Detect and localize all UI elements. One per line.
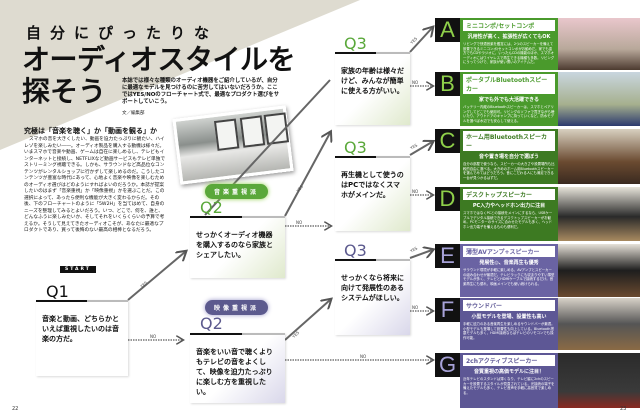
- result-name: ミニコンポ/セットコンポ: [463, 20, 555, 31]
- q2-music-label: Q2: [200, 198, 223, 217]
- q3-pc-box: 再生機として使うのはPCではなくスマホがメインだ。: [335, 156, 410, 231]
- q3-future-text: せっかくなら将来に向けて発展性のあるシステムがほしい。: [341, 274, 404, 302]
- result-letter: C: [435, 129, 460, 153]
- q3-pc-text: 再生機として使うのはPCではなくスマホがメインだ。: [341, 171, 404, 199]
- q3-future-box: せっかくなら将来に向けて発展性のあるシステムがほしい。: [335, 259, 410, 335]
- result-name: サウンドバー: [463, 300, 555, 311]
- result-panel: 薄型AVアンプ+スピーカー 発展性◎、音楽再生も優秀 サラウンド環境が手軽に楽し…: [460, 244, 558, 297]
- no-label: NO: [412, 80, 419, 85]
- no-label: NO: [296, 220, 303, 225]
- result-panel: デスクトップスピーカー PC入力やヘッドホン出力に注目 スマホではなくPCとの接…: [460, 187, 558, 241]
- result-subtitle: PC入力やヘッドホン出力に注目: [472, 203, 546, 209]
- result-photo: [558, 244, 640, 297]
- result-description: 自分の部屋で使うなら、スピーカーの大きさや設置場所も比較的自由に選べる。大きめの…: [463, 162, 555, 180]
- result-name: ホーム用Bluetoothスピーカー: [463, 131, 555, 151]
- result-name: ポータブルBluetoothスピーカー: [463, 74, 555, 94]
- result-letter: E: [435, 244, 460, 268]
- result-subtitle: 音質重視の高価モデルに注目！: [473, 369, 544, 375]
- result-card-d: D デスクトップスピーカー PC入力やヘッドホン出力に注目 スマホではなくPCと…: [435, 187, 640, 241]
- result-photo: [558, 18, 640, 70]
- result-card-e: E 薄型AVアンプ+スピーカー 発展性◎、音楽再生も優秀 サラウンド環境が手軽に…: [435, 244, 640, 297]
- result-letter: B: [435, 72, 460, 96]
- result-description: サラウンド環境が手軽に楽しめる、AVアンプとスピーカーの組み合わせが最適だ。テレ…: [463, 268, 555, 286]
- q1-box: 音楽と動画、どちらかといえば重視したいのは音楽の方だ。: [36, 300, 128, 376]
- result-panel: ホーム用Bluetoothスピーカー 音や置き場を自分で選ぼう 自分の部屋で使う…: [460, 129, 558, 184]
- result-panel: ミニコンポ/セットコンポ 汎用性が高く、拡張性が広くてもOK リビングで快適音楽…: [460, 18, 558, 70]
- result-description: 手軽に迫力のある音楽再生を楽しめるサウンドバーが最適。小型モデルも登場して設置性…: [463, 322, 555, 340]
- q3-family-box: 家族の年齢は様々だけど、みんなが簡単に使える方がいい。: [335, 52, 410, 125]
- result-letter: F: [435, 298, 460, 322]
- start-badge: START: [60, 266, 96, 273]
- result-letter: D: [435, 187, 460, 211]
- result-subtitle: 小型モデルを登場、設置性も高い: [471, 314, 547, 320]
- result-subtitle: 汎用性が高く、拡張性が広くてもOK: [467, 34, 551, 40]
- result-subtitle: 音や置き場を自分で選ぼう: [478, 154, 539, 160]
- result-subtitle: 家でも外でも大活躍できる: [479, 97, 539, 103]
- q1-text: 音楽と動画、どちらかといえば重視したいのは音楽の方だ。: [42, 315, 119, 343]
- video-priority-badge: 映像重視派: [205, 300, 269, 315]
- no-label: NO: [412, 305, 419, 310]
- result-panel: サウンドバー 小型モデルを登場、設置性も高い 手軽に迫力のある音楽再生を楽しめる…: [460, 298, 558, 350]
- q1-label: Q1: [46, 282, 69, 301]
- result-description: スマホではなくPCとの接続をメインにするなら、USBケーブルでデジタル接続できる…: [463, 211, 553, 229]
- result-card-b: B ポータブルBluetoothスピーカー 家でも外でも大活躍できる バッテリー…: [435, 72, 640, 126]
- page-title-line1: オーディオスタイルを: [22, 43, 296, 76]
- result-name: デスクトップスピーカー: [463, 189, 555, 200]
- result-letter: G: [435, 353, 460, 377]
- q2-music-box: せっかくオーディオ機器を購入するのなら家族とシェアしたい。: [190, 216, 285, 278]
- result-photo: [558, 353, 640, 408]
- result-description: リビングで快適音楽を鑑賞には、2つのスピーカーを備えて設置できるミニコンポ/セッ…: [463, 42, 555, 65]
- result-photo: [558, 187, 640, 241]
- page-number-right: 23: [620, 406, 627, 412]
- result-description: 近年テレビのスタンドは薄くなり、テレビ脇に2chのスピーカーを設置するスタイルが…: [463, 377, 555, 395]
- q3-family-label: Q3: [344, 34, 367, 53]
- article-heading: 究極は「音楽を聴く」か「動画を観る」か: [24, 127, 157, 135]
- result-photo: [558, 72, 640, 126]
- q2-video-text: 音楽をいい音で聴くよりもテレビの音をよくして、映像を迫力たっぷりに楽しむ方を重視…: [196, 348, 273, 396]
- result-card-g: G 2chアクティブスピーカー 音質重視の高価モデルに注目！ 近年テレビのスタン…: [435, 353, 640, 408]
- title-kicker: 自分にぴったりな: [26, 24, 219, 42]
- result-photo: [558, 129, 640, 184]
- q3-family-text: 家族の年齢は様々だけど、みんなが簡単に使える方がいい。: [341, 67, 404, 95]
- q3-future-label: Q3: [344, 241, 367, 260]
- lead-text: 本誌では様々な種類のオーディオ機器をご紹介しているが、自分に最適なモデルを見つけ…: [122, 78, 280, 105]
- no-label: NO: [412, 189, 419, 194]
- q2-video-box: 音楽をいい音で聴くよりもテレビの音をよくして、映像を迫力たっぷりに楽しむ方を重視…: [190, 333, 285, 403]
- no-label: NO: [150, 334, 157, 339]
- q2-video-label: Q2: [200, 314, 223, 333]
- result-panel: ポータブルBluetoothスピーカー 家でも外でも大活躍できる バッテリー内蔵…: [460, 72, 558, 126]
- article-body: スマホの音を大きくしたい、動画を迫力たっぷりに観たい、ハイレゾを楽しみたい――。…: [24, 137, 166, 233]
- no-label: NO: [360, 354, 367, 359]
- result-card-a: A ミニコンポ/セットコンポ 汎用性が高く、拡張性が広くてもOK リビングで快適…: [435, 18, 640, 70]
- result-card-c: C ホーム用Bluetoothスピーカー 音や置き場を自分で選ぼう 自分の部屋で…: [435, 129, 640, 184]
- page-number-left: 22: [12, 406, 19, 412]
- page-title-line2: 探そう: [22, 75, 107, 108]
- result-name: 2chアクティブスピーカー: [463, 355, 555, 366]
- result-letter: A: [435, 18, 460, 42]
- result-description: バッテリー内蔵のBluetoothスピーカーは、スマホとペアリングしてどこでも使…: [463, 105, 555, 123]
- result-panel: 2chアクティブスピーカー 音質重視の高価モデルに注目！ 近年テレビのスタンドは…: [460, 353, 558, 408]
- result-photo: [558, 298, 640, 350]
- result-card-f: F サウンドバー 小型モデルを登場、設置性も高い 手軽に迫力のある音楽再生を楽し…: [435, 298, 640, 350]
- music-priority-badge: 音楽重視派: [205, 184, 269, 199]
- result-name: 薄型AVアンプ+スピーカー: [463, 246, 555, 257]
- result-subtitle: 発展性◎、音楽再生も優秀: [479, 260, 539, 266]
- q2-music-text: せっかくオーディオ機器を購入するのなら家族とシェアしたい。: [196, 231, 273, 259]
- q3-pc-label: Q3: [344, 138, 367, 157]
- author-credit: 文／編集部: [122, 111, 145, 116]
